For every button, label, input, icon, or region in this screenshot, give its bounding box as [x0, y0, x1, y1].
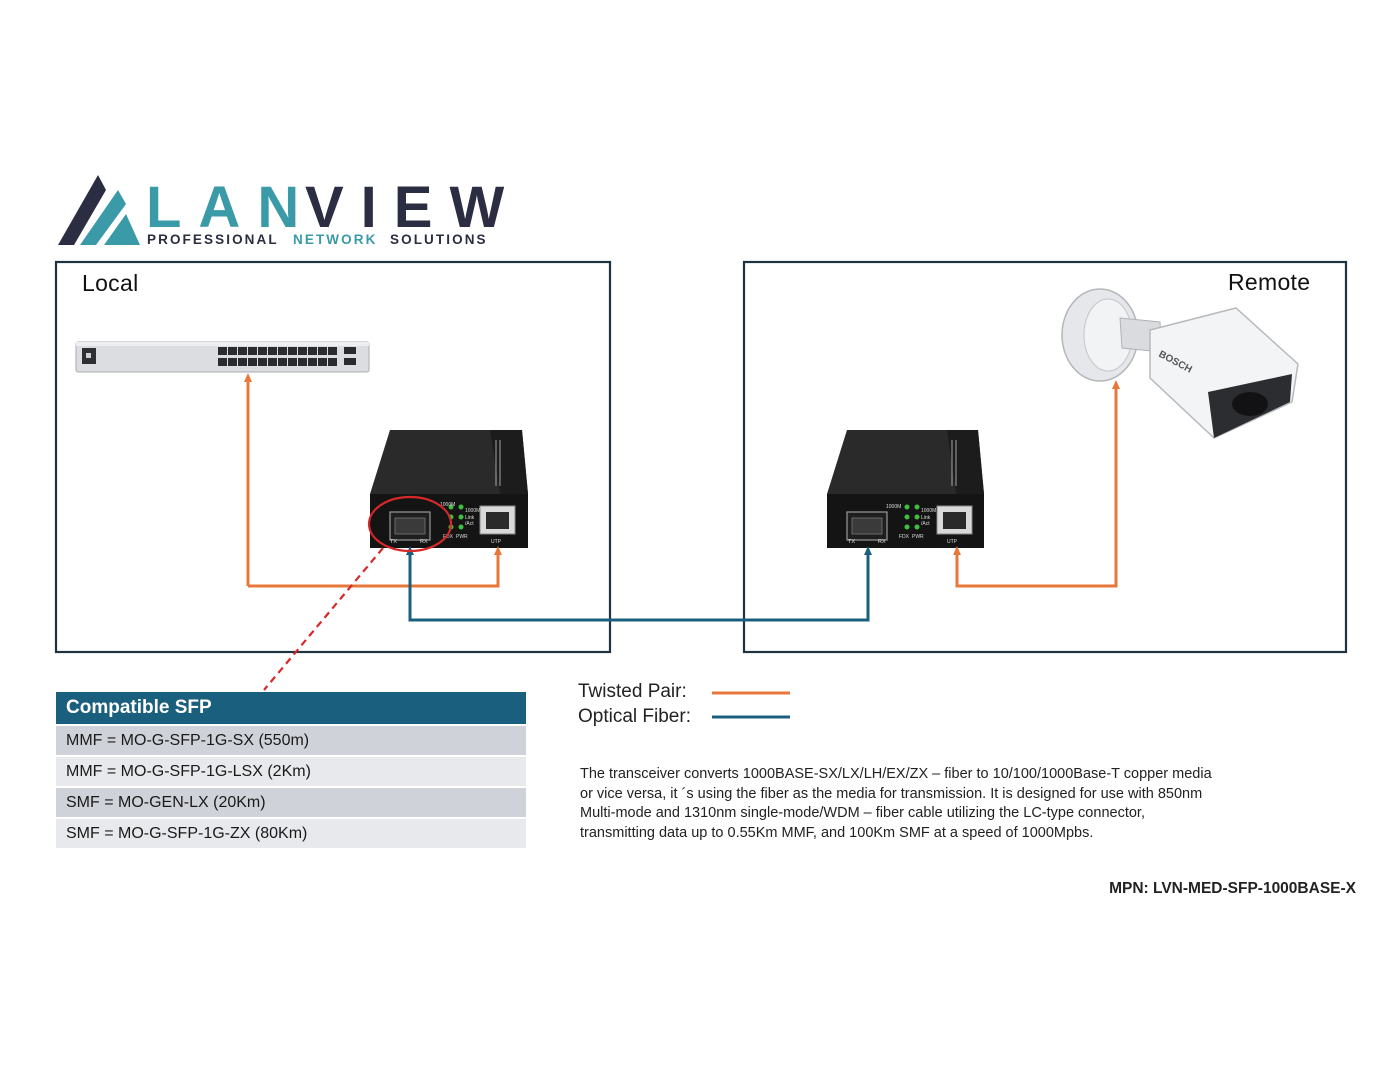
local-box — [54, 260, 612, 654]
sfp-row: MMF = MO-G-SFP-1G-SX (550m) — [56, 726, 526, 755]
network-switch-image — [75, 341, 370, 373]
remote-converter-link: Link — [921, 515, 931, 521]
optical-fiber-link — [406, 546, 872, 622]
remote-converter-speed-2: 1000M — [921, 508, 936, 514]
product-description: The transceiver converts 1000BASE-SX/LX/… — [580, 766, 1212, 841]
remote-box — [742, 260, 1348, 654]
logo-tagline-3: SOLUTIONS — [390, 232, 488, 247]
bullet-camera-image: BOSCH — [1061, 288, 1299, 439]
media-converter-image: TX RX 1000M 1000M Link /Act FDX PWR UTP — [370, 430, 528, 548]
legend-optical-fiber-label: Optical Fiber: — [578, 706, 691, 727]
remote-media-converter-image: TX RX 1000M 1000M Link /Act FDX PWR UTP — [827, 430, 984, 548]
remote-converter-utp: UTP — [947, 539, 958, 545]
local-converter-pwr: PWR — [456, 534, 468, 540]
logo-brand-right: VIEW — [305, 175, 521, 240]
sfp-row: SMF = MO-GEN-LX (20Km) — [56, 788, 526, 817]
remote-box-label: Remote — [1228, 269, 1311, 295]
remote-converter-rx: RX — [878, 539, 886, 545]
local-converter-act: /Act — [465, 521, 474, 527]
remote-converter-act: /Act — [921, 521, 930, 527]
sfp-callout-line — [263, 547, 384, 691]
remote-converter-pwr: PWR — [912, 534, 924, 540]
twisted-pair-local — [244, 373, 502, 588]
local-converter-link: Link — [465, 515, 475, 521]
lanview-logo: LAN VIEW PROFESSIONAL NETWORK SOLUTIONS — [58, 175, 521, 247]
twisted-pair-remote — [953, 380, 1120, 588]
local-converter-tx: TX — [390, 539, 397, 545]
mpn-label: MPN: LVN-MED-SFP-1000BASE-X — [1109, 880, 1356, 897]
local-converter-utp: UTP — [491, 539, 502, 545]
legend-twisted-pair-label: Twisted Pair: — [578, 681, 687, 702]
sfp-table-header: Compatible SFP — [56, 692, 526, 724]
logo-brand-left: LAN — [146, 175, 316, 240]
logo-tagline-1: PROFESSIONAL — [147, 232, 279, 247]
remote-converter-fdx: FDX — [899, 534, 910, 540]
sfp-row: SMF = MO-G-SFP-1G-ZX (80Km) — [56, 819, 526, 848]
local-converter-fdx: FDX — [443, 534, 454, 540]
local-box-label: Local — [82, 270, 139, 296]
remote-converter-tx: TX — [848, 539, 855, 545]
logo-mark-icon — [58, 175, 140, 245]
remote-converter-speed: 1000M — [886, 504, 901, 510]
local-converter-speed-2: 1000M — [465, 508, 480, 514]
logo-tagline-2: NETWORK — [293, 232, 377, 247]
sfp-port-highlight — [367, 495, 453, 553]
local-converter-rx: RX — [420, 539, 428, 545]
compatible-sfp-table: Compatible SFP MMF = MO-G-SFP-1G-SX (550… — [56, 692, 526, 848]
local-converter-speed: 1000M — [440, 502, 455, 508]
sfp-row: MMF = MO-G-SFP-1G-LSX (2Km) — [56, 757, 526, 786]
